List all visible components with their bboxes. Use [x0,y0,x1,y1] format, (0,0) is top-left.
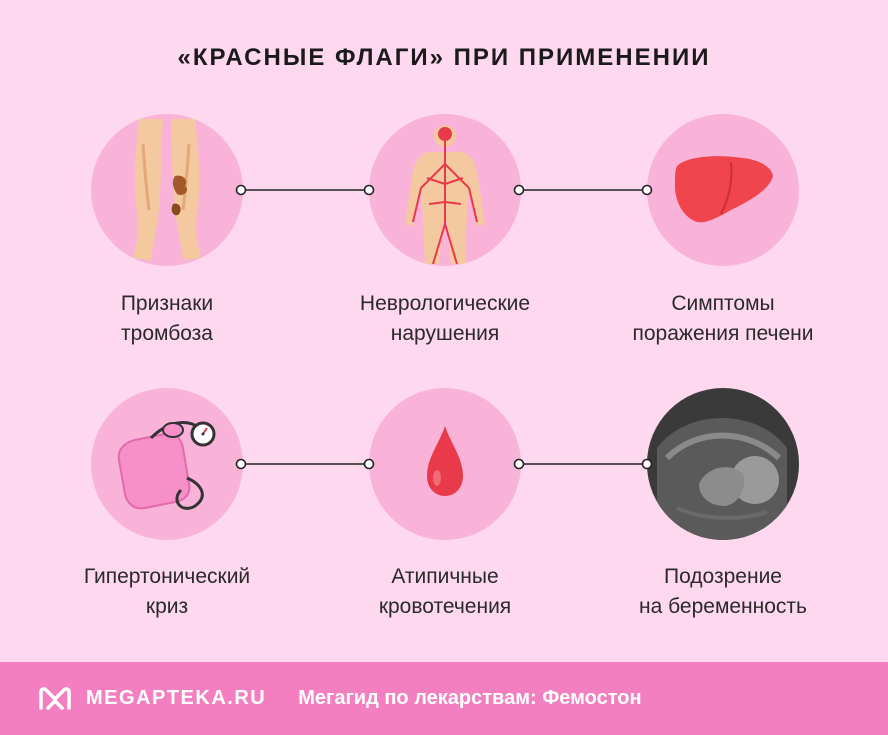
page-title: «КРАСНЫЕ ФЛАГИ» ПРИ ПРИМЕНЕНИИ [177,44,711,71]
liver-icon [675,156,773,223]
circle-pregnancy [647,388,799,540]
circle-thrombosis [91,114,243,266]
label-hypertension: Гипертонический криз [83,565,251,618]
nervous-system-icon [405,125,485,265]
connector-1 [235,184,375,196]
circle-neurological [369,114,521,266]
connector-3 [235,458,375,470]
label-bleeding: Атипичные кровотечения [378,565,512,618]
label-thrombosis: Признаки тромбоза [120,292,214,345]
ultrasound-fetus-icon [647,388,799,540]
circle-bleeding [369,388,521,540]
label-liver: Симптомы поражения печени [632,292,814,345]
circle-hypertension [91,388,243,540]
blood-drop-icon [427,426,463,496]
label-pregnancy: Подозрение на беременность [639,565,807,618]
footer-tagline: Мегагид по лекарствам: Фемостон [298,687,642,709]
connector-2 [513,184,653,196]
blood-pressure-monitor-icon [117,421,216,510]
megapteka-logo-icon[interactable] [38,686,72,712]
circle-liver [647,114,799,266]
legs-thrombosis-icon [133,119,201,260]
label-neurological: Неврологические нарушения [359,292,531,345]
connector-4 [513,458,653,470]
brand-name[interactable]: MEGAPTEKA.RU [86,687,267,709]
footer-bar: MEGAPTEKA.RU Мегагид по лекарствам: Фемо… [0,662,888,735]
